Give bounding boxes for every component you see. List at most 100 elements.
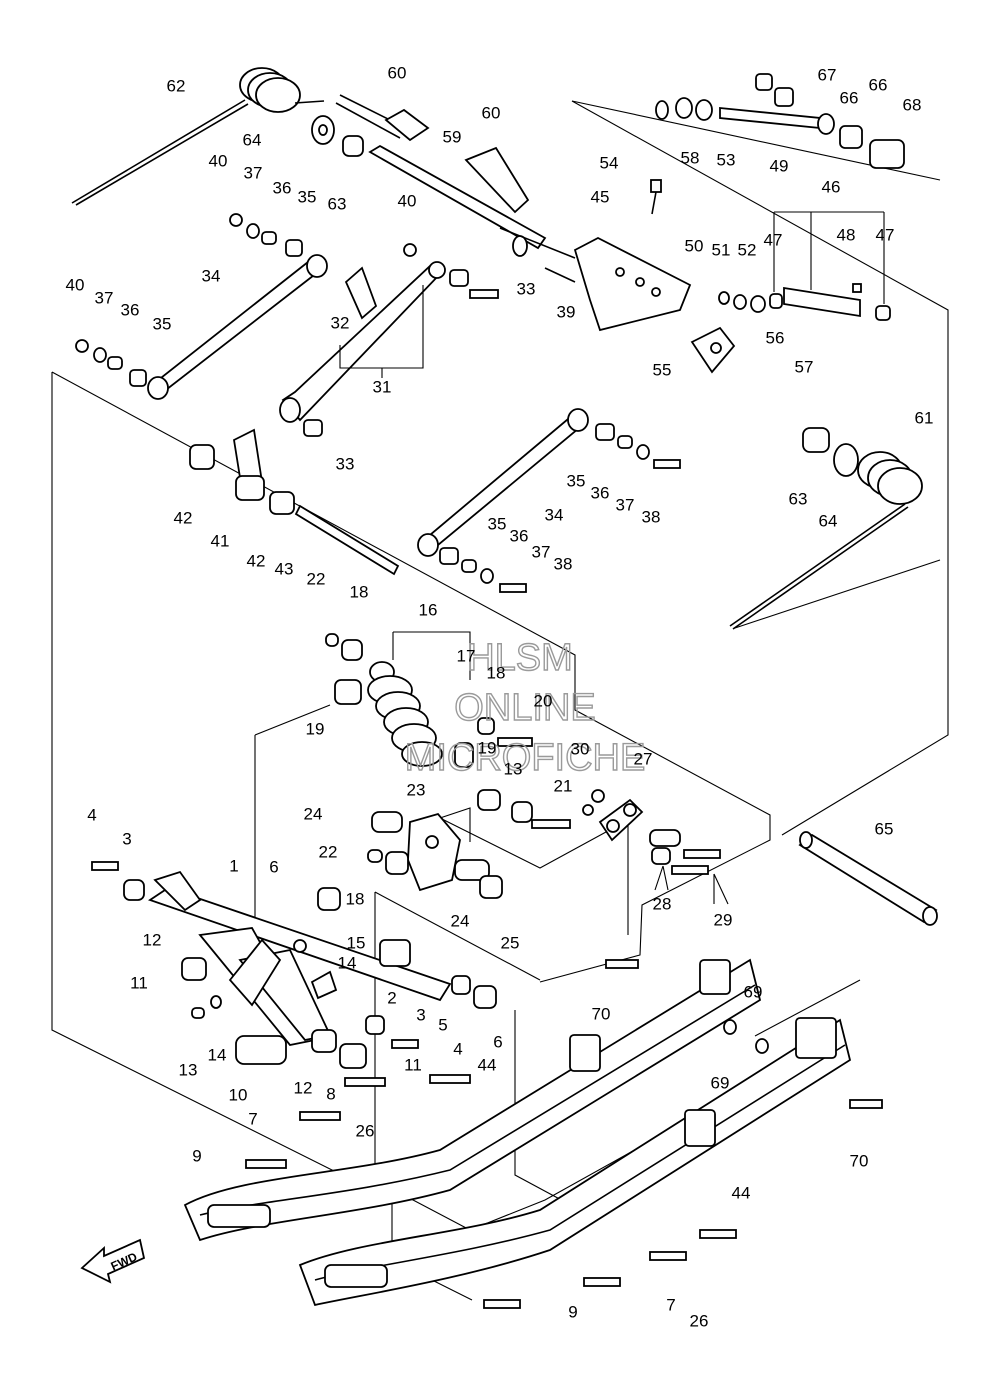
callout-c38a: 38 <box>642 507 661 526</box>
link-34-upper <box>147 254 328 400</box>
callout-c7b: 7 <box>666 1295 675 1314</box>
callout-c40c: 40 <box>66 275 85 294</box>
callout-c4a: 4 <box>87 805 96 824</box>
callout-c35a: 35 <box>298 187 317 206</box>
callout-c12b: 12 <box>294 1078 313 1097</box>
callout-c3b: 3 <box>416 1005 425 1024</box>
callout-c32: 32 <box>331 313 350 332</box>
callout-c50: 50 <box>685 236 704 255</box>
callout-c35b: 35 <box>153 314 172 333</box>
callout-c70b: 70 <box>850 1151 869 1170</box>
callout-c10: 10 <box>229 1085 248 1104</box>
callout-c49: 49 <box>770 156 789 175</box>
callout-c37d: 37 <box>532 542 551 561</box>
callout-c41: 41 <box>211 531 230 550</box>
callout-c29: 29 <box>714 910 733 929</box>
callout-c63a: 63 <box>328 194 347 213</box>
callout-c13a: 13 <box>504 759 523 778</box>
callout-c66b: 66 <box>869 75 888 94</box>
callout-c20: 20 <box>534 691 553 710</box>
callout-c24a: 24 <box>304 804 323 823</box>
callout-c47b: 47 <box>876 225 895 244</box>
shaft-46 <box>718 211 891 321</box>
callout-c60b: 60 <box>482 103 501 122</box>
hardware-upper-left <box>75 213 499 437</box>
callout-c36b: 36 <box>121 300 140 319</box>
callout-c39: 39 <box>557 302 576 321</box>
callout-c44a: 44 <box>478 1055 497 1074</box>
callout-c60a: 60 <box>388 63 407 82</box>
callout-c18b: 18 <box>487 663 506 682</box>
bracket-23 <box>367 811 503 899</box>
callout-c18c: 18 <box>346 889 365 908</box>
callout-c48: 48 <box>837 225 856 244</box>
callout-c45: 45 <box>591 187 610 206</box>
callout-c70a: 70 <box>592 1004 611 1023</box>
callout-c43: 43 <box>275 559 294 578</box>
callout-c36d: 36 <box>510 526 529 545</box>
shock-16 <box>325 631 605 829</box>
callout-c4b: 4 <box>453 1039 462 1058</box>
callout-c40b: 40 <box>398 191 417 210</box>
callout-c35d: 35 <box>488 514 507 533</box>
callout-c61: 61 <box>915 408 934 427</box>
callout-c17: 17 <box>457 646 476 665</box>
callout-c37a: 37 <box>244 163 263 182</box>
watermark-line3: MICROFICHE <box>405 737 646 779</box>
callout-c40a: 40 <box>209 151 228 170</box>
callout-c18a: 18 <box>350 582 369 601</box>
callout-c53: 53 <box>717 150 736 169</box>
callout-c64b: 64 <box>819 511 838 530</box>
callout-c11b: 11 <box>404 1055 422 1074</box>
callout-c19a: 19 <box>306 719 325 738</box>
callout-c12a: 12 <box>143 930 162 949</box>
callout-c27: 27 <box>634 749 653 768</box>
callout-c56: 56 <box>766 328 785 347</box>
callout-c13b: 13 <box>179 1060 198 1079</box>
callout-c64a: 64 <box>243 130 262 149</box>
callout-c24b: 24 <box>451 911 470 930</box>
callout-c47a: 47 <box>764 230 783 249</box>
callout-c58: 58 <box>681 148 700 167</box>
callout-c55: 55 <box>653 360 672 379</box>
callout-c25: 25 <box>501 933 520 952</box>
collar-63 <box>342 135 364 157</box>
callout-c51: 51 <box>712 240 731 259</box>
callout-c26a: 26 <box>356 1121 375 1140</box>
front-arm-bracket <box>189 428 400 576</box>
slide-rail-right <box>298 1017 883 1307</box>
spring-61 <box>729 427 923 630</box>
callout-c9b: 9 <box>568 1302 577 1321</box>
callout-c52: 52 <box>738 240 757 259</box>
callout-c65: 65 <box>875 819 894 838</box>
callout-c69b: 69 <box>711 1073 730 1092</box>
callout-c5: 5 <box>438 1015 447 1034</box>
callout-c57: 57 <box>795 357 814 376</box>
callout-c63b: 63 <box>789 489 808 508</box>
callout-c36a: 36 <box>273 178 292 197</box>
rear-arm-upper-assembly <box>499 227 692 332</box>
callout-c14a: 14 <box>338 953 357 972</box>
callout-c22b: 22 <box>319 842 338 861</box>
callout-c33b: 33 <box>336 454 355 473</box>
callout-c14b: 14 <box>208 1045 227 1064</box>
front-arm-assembly <box>91 861 497 1069</box>
callout-c9a: 9 <box>192 1146 201 1165</box>
shock-31 <box>279 261 446 423</box>
bolt-54 <box>650 179 662 215</box>
callout-c68: 68 <box>903 95 922 114</box>
fwd-arrow-icon: FWD <box>80 1238 146 1284</box>
washer-64 <box>311 115 335 145</box>
rail-bolts <box>245 1074 737 1309</box>
watermark-line2: ONLINE <box>454 687 595 729</box>
callout-c37b: 37 <box>95 288 114 307</box>
callout-c42b: 42 <box>247 551 266 570</box>
callout-c26b: 26 <box>690 1311 709 1330</box>
watermark: HLSM ONLINE MICROFICHE <box>404 636 646 779</box>
callout-c19b: 19 <box>478 738 497 757</box>
callout-c6b: 6 <box>493 1032 502 1051</box>
slide-rail-left <box>183 958 762 1242</box>
shaft-49 <box>655 73 905 169</box>
